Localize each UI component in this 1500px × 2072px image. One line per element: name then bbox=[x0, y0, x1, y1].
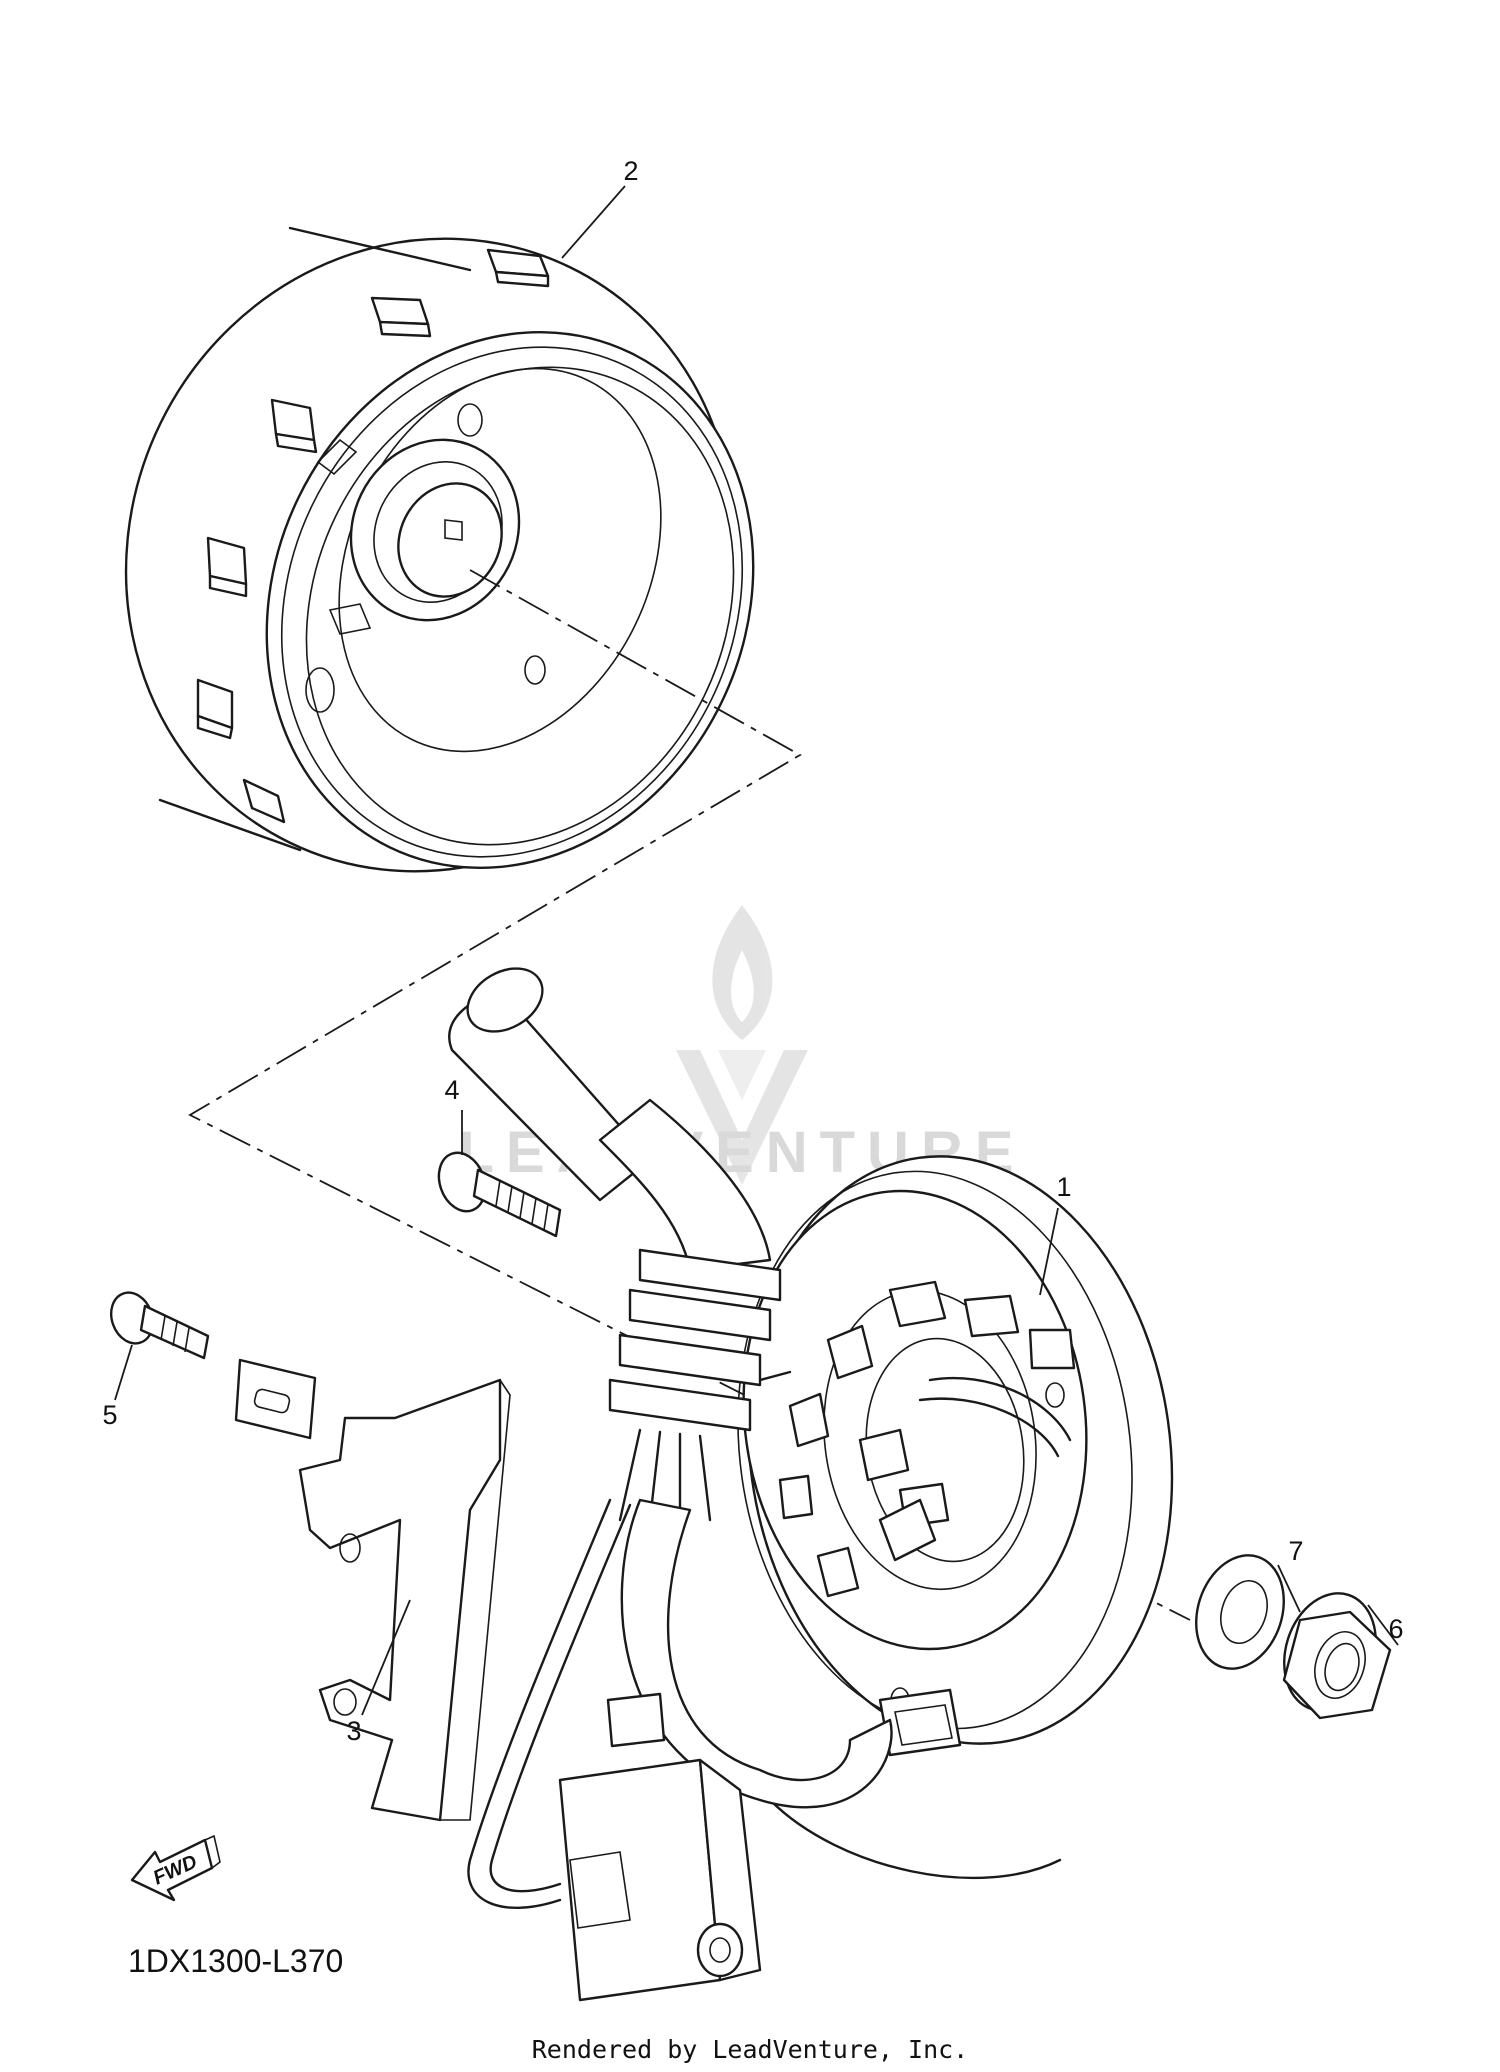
rotor-part bbox=[124, 226, 755, 873]
stator-coil-teeth bbox=[778, 1280, 1076, 1598]
rotor-hub bbox=[316, 438, 521, 635]
screw-part bbox=[437, 1151, 562, 1238]
wire-harness bbox=[448, 967, 893, 1909]
diagram-code: 1DX1300-L370 bbox=[128, 1943, 343, 1979]
leader-line-5 bbox=[114, 1344, 133, 1401]
callout-5: 5 bbox=[102, 1400, 117, 1430]
bolt-part bbox=[110, 1291, 210, 1360]
leader-line-1 bbox=[1039, 1207, 1059, 1296]
leader-line-2 bbox=[561, 185, 626, 259]
callout-7: 7 bbox=[1288, 1536, 1303, 1566]
watermark-logo bbox=[676, 905, 808, 1185]
rendered-by-footer: Rendered by LeadVenture, Inc. bbox=[532, 2035, 969, 2064]
nut-part bbox=[1282, 1592, 1392, 1720]
callout-2: 2 bbox=[623, 156, 638, 186]
bracket-part bbox=[234, 1358, 511, 1822]
callout-1: 1 bbox=[1056, 1172, 1071, 1202]
fwd-arrow-icon: FWD bbox=[130, 1834, 221, 1902]
leader-line-3 bbox=[361, 1599, 411, 1716]
leader-line-6 bbox=[1367, 1604, 1399, 1646]
callout-4: 4 bbox=[444, 1075, 459, 1105]
leader-line-7 bbox=[1277, 1564, 1301, 1613]
coupler-block bbox=[558, 1692, 762, 2002]
callout-6: 6 bbox=[1388, 1614, 1403, 1644]
washer-part bbox=[1195, 1554, 1285, 1670]
rotor-magnet-blocks bbox=[196, 248, 550, 824]
callout-3: 3 bbox=[346, 1716, 361, 1746]
stator-part bbox=[737, 1155, 1174, 1880]
